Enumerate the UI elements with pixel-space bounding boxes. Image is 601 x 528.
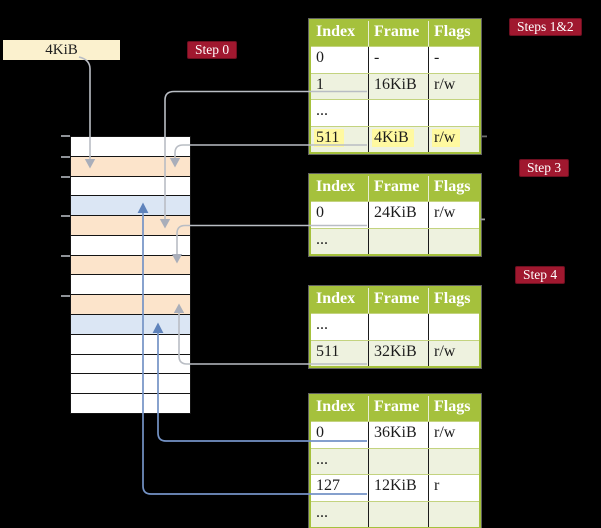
- table-row: 127 12KiB r: [311, 474, 479, 501]
- cell-flags: r/w: [434, 204, 456, 221]
- cell-index: 0: [316, 424, 324, 441]
- cell-index: ...: [316, 503, 328, 521]
- table-row: ...: [311, 500, 479, 527]
- table-row: 0 24KiB r/w: [311, 201, 479, 228]
- cell-index: 511: [314, 128, 345, 147]
- cell-frame: 16KiB: [374, 75, 417, 93]
- cell-flags: r/w: [434, 424, 456, 441]
- table-row: ...: [311, 227, 479, 254]
- table-row: 1 16KiB r/w: [311, 72, 479, 99]
- table-row: ...: [311, 313, 479, 340]
- strip-tick: [61, 254, 70, 257]
- table-row: 0 36KiB r/w: [311, 421, 479, 448]
- strip-tick: [61, 294, 70, 297]
- cell-index: ...: [316, 230, 328, 248]
- column-header-frame: Frame: [368, 21, 428, 46]
- badge-step-0: Step 0: [187, 41, 238, 59]
- column-header-flags: Flags: [428, 21, 479, 46]
- column-header-index: Index: [316, 290, 356, 307]
- table-row: 511 32KiB r/w: [311, 339, 479, 366]
- memory-frame-row: [71, 394, 190, 413]
- badge-step-4: Step 4: [515, 266, 566, 284]
- memory-frame-row: [71, 196, 190, 217]
- cell-flags: r/w: [434, 75, 456, 93]
- cell-index: 1: [316, 75, 324, 93]
- memory-frame-row: [71, 235, 190, 256]
- memory-frame-row: [71, 176, 190, 197]
- table-header-row: Index Frame Flags: [311, 176, 479, 201]
- memory-frame-row: [71, 354, 190, 375]
- table-header-row: Index Frame Flags: [311, 21, 479, 46]
- strip-tick: [61, 134, 70, 137]
- memory-frame-row: [71, 334, 190, 355]
- page-table-2: Index Frame Flags 0 24KiB r/w ...: [309, 174, 481, 256]
- cell-frame: 32KiB: [374, 342, 417, 360]
- table-header-row: Index Frame Flags: [311, 396, 479, 421]
- stub-mark: [482, 135, 487, 138]
- column-header-frame: Frame: [368, 396, 428, 421]
- memory-frame-row: [71, 315, 190, 335]
- column-header-index: Index: [316, 398, 356, 415]
- memory-frame-row: [71, 255, 190, 276]
- column-header-flags: Flags: [428, 288, 479, 313]
- cell-frame: 36KiB: [374, 424, 417, 441]
- column-header-frame: Frame: [368, 288, 428, 313]
- table-row: ...: [311, 447, 479, 474]
- memory-frame-row: [71, 137, 190, 157]
- strip-tick: [61, 175, 70, 178]
- cell-index: 0: [316, 49, 324, 66]
- cell-index: 511: [316, 342, 340, 360]
- cell-index: ...: [316, 102, 328, 119]
- table-row: 0 - -: [311, 46, 479, 73]
- column-header-index: Index: [316, 23, 356, 40]
- column-header-frame: Frame: [368, 176, 428, 201]
- column-header-flags: Flags: [428, 176, 479, 201]
- memory-frame-row: [71, 156, 190, 177]
- cell-frame: 12KiB: [374, 477, 417, 494]
- cell-flags: r: [434, 477, 440, 494]
- badge-step-3: Step 3: [519, 159, 570, 177]
- memory-frame-row: [71, 295, 190, 316]
- table-row: ...: [311, 99, 479, 126]
- cell-frame: 24KiB: [374, 204, 417, 221]
- cell-flags: -: [434, 49, 440, 66]
- table-row-highlighted: 511 4KiB r/w: [311, 125, 479, 152]
- cell-index: 0: [316, 204, 324, 221]
- memory-strip: [70, 136, 191, 414]
- cell-flags: r/w: [432, 128, 461, 147]
- strip-tick: [61, 155, 70, 158]
- cell-index: 127: [316, 477, 340, 494]
- page-table-3: Index Frame Flags ... 511 32KiB r/w: [309, 286, 481, 368]
- memory-frame-row: [71, 216, 190, 236]
- column-header-flags: Flags: [428, 396, 479, 421]
- cell-index: ...: [316, 316, 328, 333]
- badge-steps-1-2: Steps 1&2: [509, 18, 582, 36]
- memory-frame-row: [71, 275, 190, 296]
- cell-index: ...: [316, 450, 328, 468]
- page-table-1: Index Frame Flags 0 - - 1 16KiB r/w ... …: [309, 19, 481, 154]
- cell-frame: 4KiB: [372, 128, 414, 147]
- memory-frame-row: [71, 374, 190, 395]
- page-table-4: Index Frame Flags 0 36KiB r/w ... 127 12…: [309, 394, 481, 528]
- frame-size-label: 4KiB: [3, 40, 120, 60]
- cell-frame: -: [374, 49, 380, 66]
- strip-tick: [61, 214, 70, 217]
- cell-flags: r/w: [434, 342, 456, 360]
- column-header-index: Index: [316, 178, 356, 195]
- table-header-row: Index Frame Flags: [311, 288, 479, 313]
